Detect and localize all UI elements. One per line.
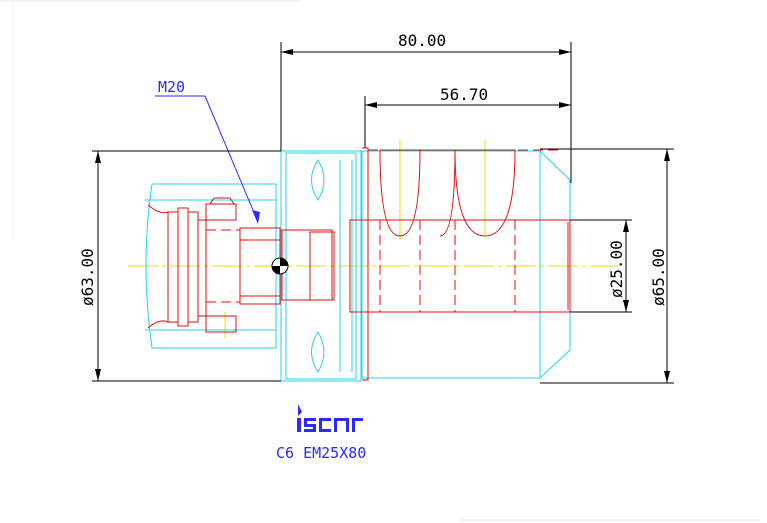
part-designation: C6 EM25X80 bbox=[276, 444, 366, 462]
dim-bore-depth bbox=[364, 96, 571, 148]
dim-bore-diameter-text: ø25.00 bbox=[607, 240, 626, 298]
dim-left-diameter bbox=[92, 150, 281, 382]
thread-marker bbox=[271, 257, 289, 275]
dim-bore-diameter bbox=[570, 219, 632, 313]
thread-label: M20 bbox=[158, 78, 185, 96]
dim-body-diameter bbox=[540, 148, 674, 384]
dim-overall-length bbox=[280, 42, 572, 183]
dim-overall-length-text: 80.00 bbox=[398, 31, 446, 50]
collet-nut bbox=[145, 183, 281, 349]
iscar-logo bbox=[297, 404, 363, 432]
centerline bbox=[128, 140, 620, 338]
dim-left-diameter-text: ø63.00 bbox=[78, 248, 97, 306]
body bbox=[349, 147, 571, 381]
dim-body-diameter-text: ø65.00 bbox=[649, 248, 668, 306]
dim-bore-depth-text: 56.70 bbox=[440, 85, 488, 104]
m20-leader bbox=[155, 95, 260, 224]
